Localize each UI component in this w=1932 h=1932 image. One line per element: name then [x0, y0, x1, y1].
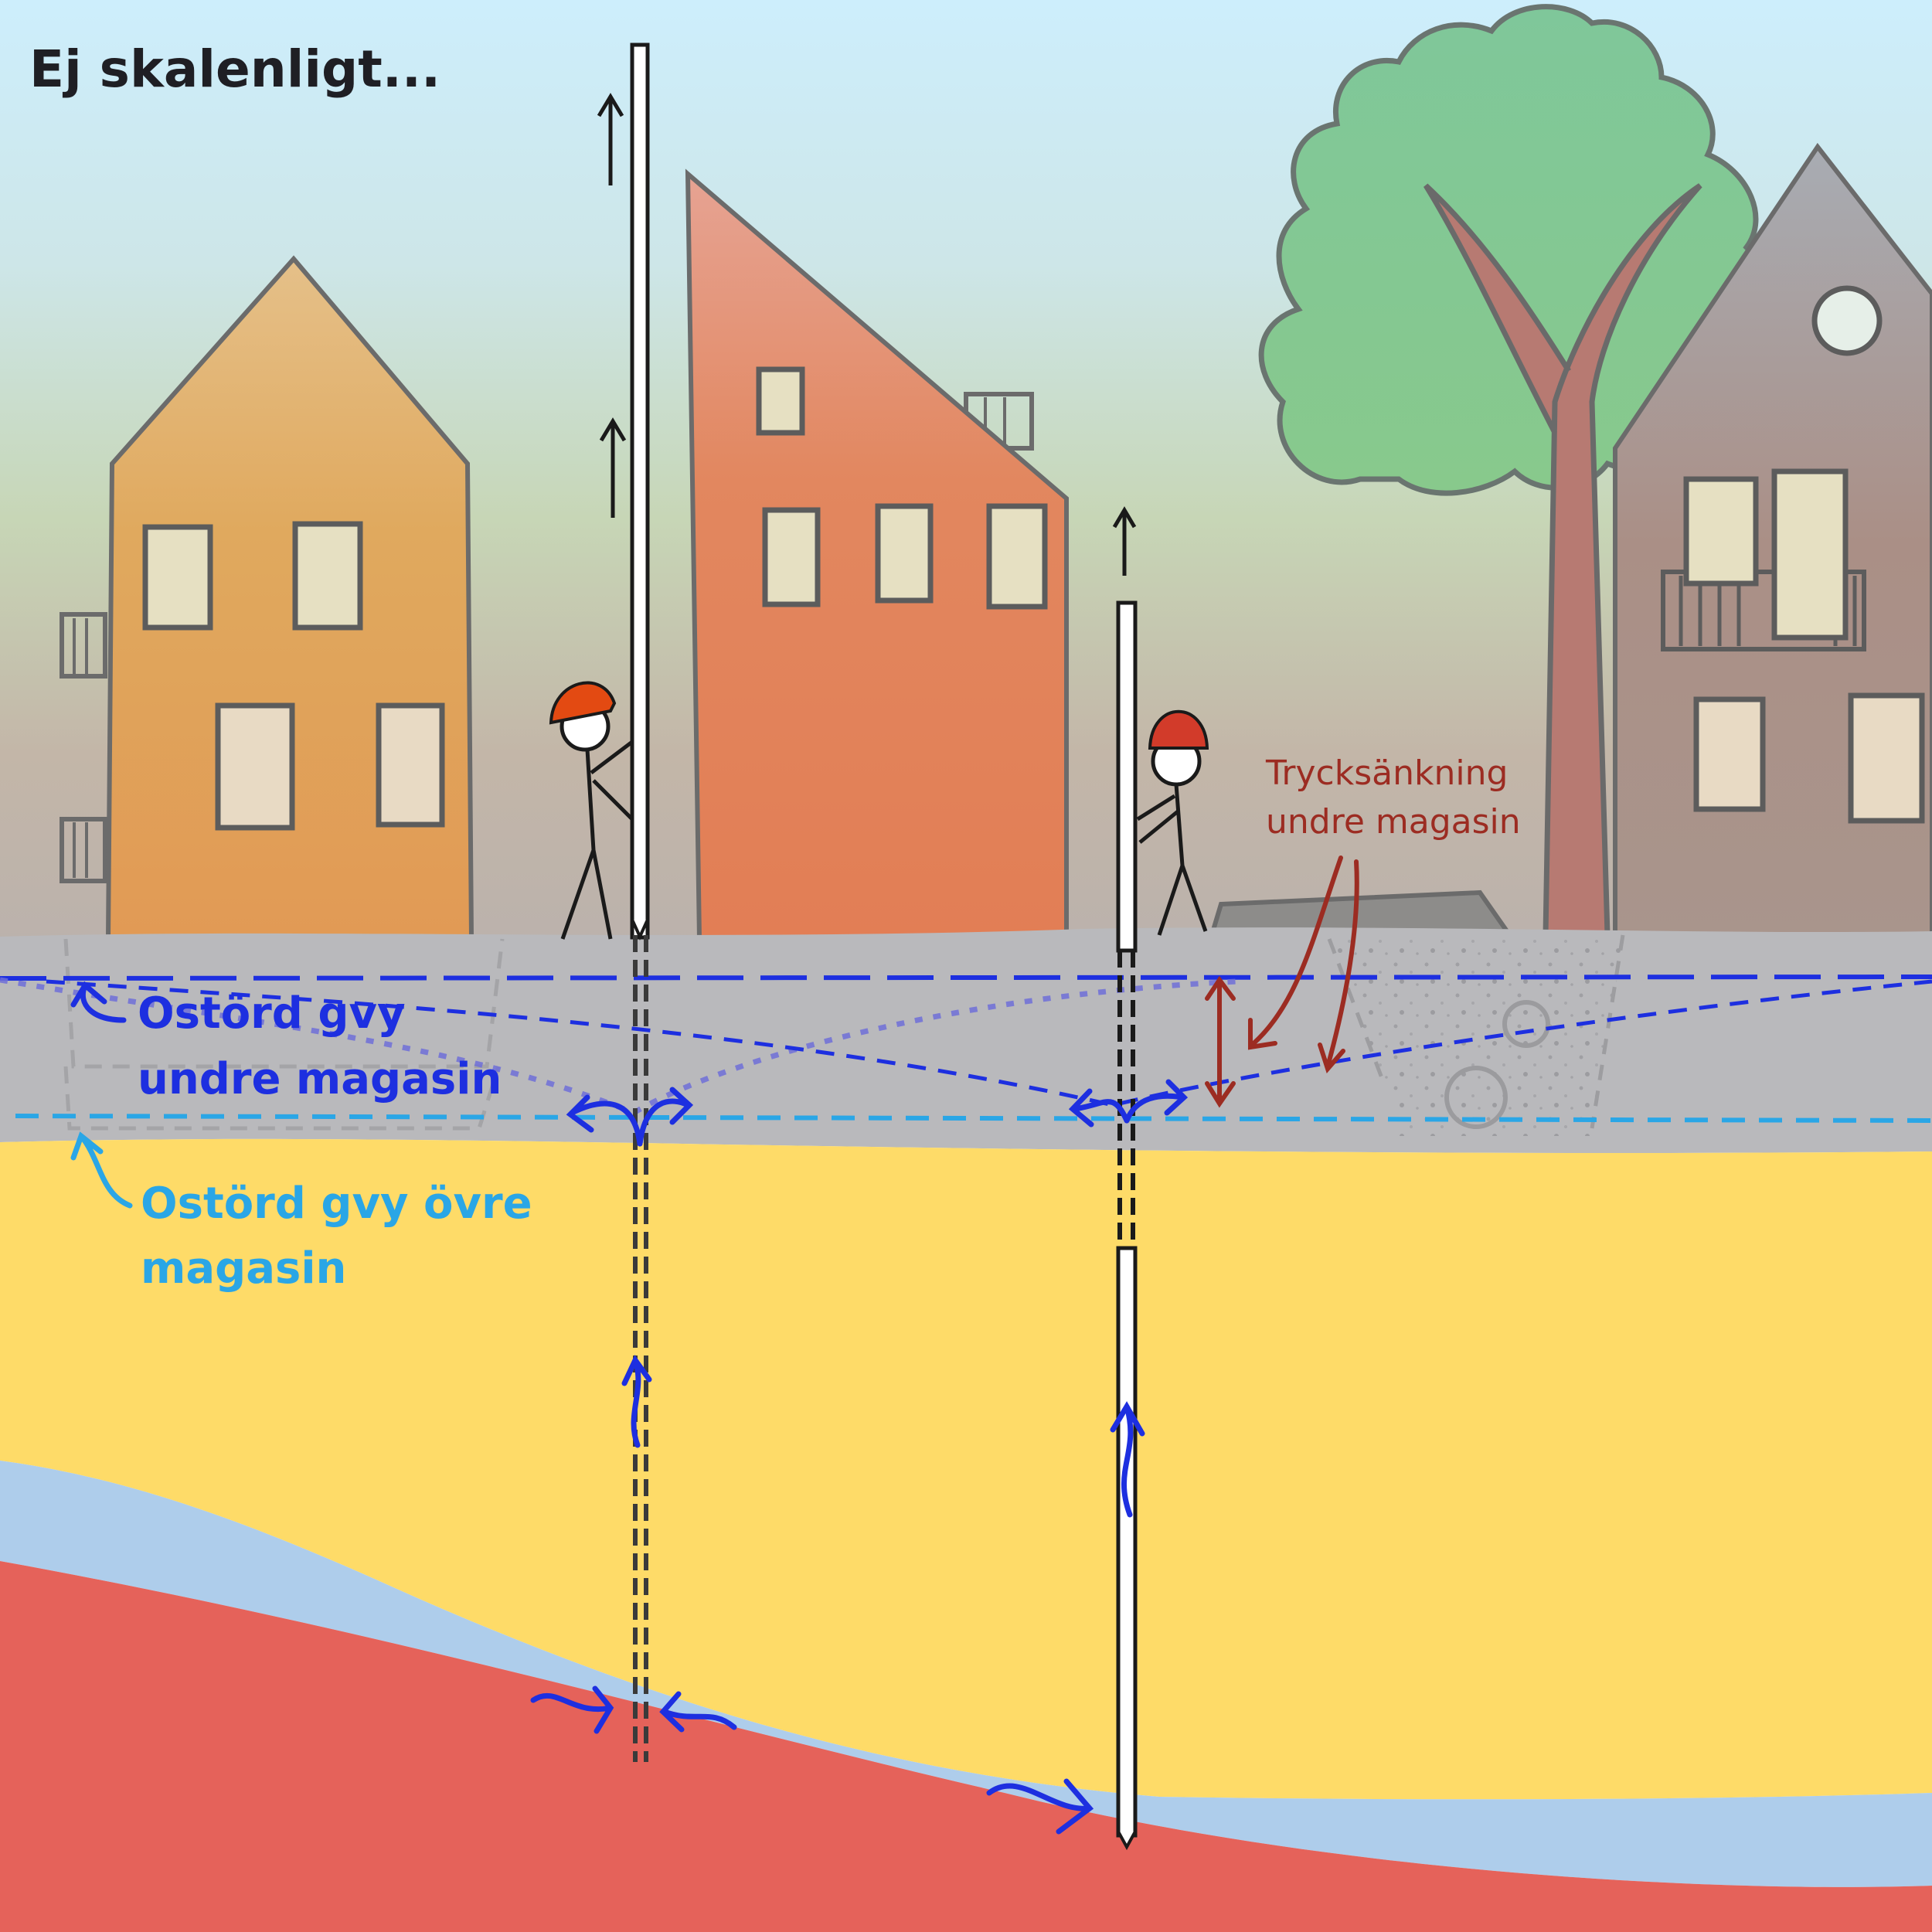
flow-arrow-icon: [530, 1685, 614, 1734]
pipe-circle: [1502, 1000, 1550, 1048]
helmet-icon: [549, 681, 617, 725]
label-upper-gw-line1: Ostörd gvy övre: [141, 1179, 532, 1229]
flow-arrow-icon: [1110, 1401, 1145, 1518]
flow-arrow-icon: [637, 1087, 694, 1147]
label-lower-gw-line2: undre magasin: [138, 1054, 502, 1104]
fill-material-zone: [1329, 939, 1623, 1136]
flow-arrow-icon: [659, 1691, 737, 1733]
double-headed-arrow-icon: [1205, 975, 1236, 1108]
flow-arrow-icon: [1068, 1088, 1130, 1128]
flow-arrow-icon: [1124, 1079, 1189, 1124]
bedrock-layer: [0, 1561, 1932, 1932]
up-arrow-icon: [599, 417, 627, 518]
lower-gw-level-line: [0, 975, 1932, 981]
label-upper-gw-line2: magasin: [141, 1243, 346, 1294]
sand-layer: [0, 1138, 1932, 1800]
up-arrow-icon: [1112, 506, 1137, 576]
worker-right: [1136, 709, 1209, 936]
worker-left: [549, 681, 634, 940]
flow-arrow-icon: [986, 1778, 1094, 1835]
page-title: Ej skalenligt...: [29, 39, 440, 99]
label-pressure-line1: Trycksänkning: [1265, 753, 1508, 793]
flow-arrows: [70, 981, 1189, 1835]
flow-arrow-icon: [566, 1094, 643, 1147]
flow-arrow-icon: [621, 1355, 652, 1448]
drawdown-curve-right-well: [46, 979, 1932, 1107]
pipe-circle: [1444, 1066, 1508, 1129]
clay-layer: [0, 927, 1932, 1154]
pressure-drop-markers: [1205, 855, 1359, 1108]
up-arrow-icon: [597, 93, 624, 185]
flow-arrow-icon: [70, 981, 127, 1023]
upper-gw-level-line: [15, 1114, 1932, 1123]
flow-arrow-icon: [70, 1131, 133, 1209]
well-right: [1112, 506, 1138, 1851]
house-middle: [685, 168, 1069, 941]
label-pressure-line2: undre magasin: [1266, 802, 1521, 842]
house-left: [60, 255, 474, 941]
helmet-icon: [1148, 709, 1209, 750]
aquifer-layer: [0, 1461, 1932, 1887]
well-left: [597, 43, 650, 1762]
label-lower-gw-line1: Ostörd gvy: [138, 988, 405, 1039]
